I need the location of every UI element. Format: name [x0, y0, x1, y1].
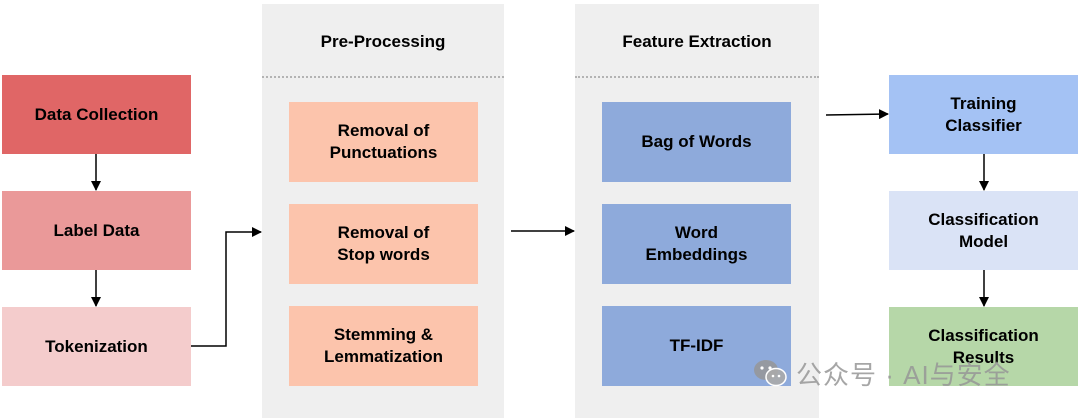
label-data-label: Label Data	[53, 220, 140, 240]
word-embeddings-label: Word Embeddings	[645, 223, 748, 264]
feature-extraction-title: Feature Extraction	[622, 32, 772, 51]
classification-results-label: Classification Results	[928, 325, 1039, 367]
tokenization-label: Tokenization	[45, 336, 148, 356]
preprocessing-title: Pre-Processing	[320, 32, 446, 51]
word-embeddings-box: Word Embeddings	[602, 204, 791, 284]
wechat-icon	[754, 360, 787, 387]
label-data-box: Label Data	[2, 191, 191, 270]
classification-model-box: Classification Model	[889, 191, 1078, 270]
arrow-features-to-training	[825, 109, 889, 120]
stemming-lemmatization-label: Stemming & Lemmatization	[323, 325, 444, 366]
classification-model-label: Classification Model	[928, 209, 1039, 251]
tf-idf-label: TF-IDF	[669, 336, 724, 355]
watermark-text: 公众号 · AI与安全	[796, 359, 1011, 390]
removal-of-punctuations-label: Removal of Punctuations	[329, 121, 438, 162]
watermark: 公众号 · AI与安全	[752, 356, 1011, 390]
classification-results-box: Classification Results	[889, 307, 1078, 386]
removal-of-stop-words-box: Removal of Stop words	[289, 204, 478, 284]
preprocessing-divider	[262, 76, 504, 78]
bag-of-words-label: Bag of Words	[641, 132, 752, 151]
removal-of-stop-words-label: Removal of Stop words	[337, 223, 430, 264]
stemming-lemmatization-box: Stemming & Lemmatization	[289, 306, 478, 386]
bag-of-words-box: Bag of Words	[602, 102, 791, 182]
tokenization-box: Tokenization	[2, 307, 191, 386]
training-classifier-box: Training Classifier	[889, 75, 1078, 154]
data-collection-label: Data Collection	[34, 104, 159, 124]
data-collection-box: Data Collection	[2, 75, 191, 154]
removal-of-punctuations-box: Removal of Punctuations	[289, 102, 478, 182]
arrow-tokenization-to-preprocessing	[191, 227, 262, 347]
feature-extraction-divider	[575, 76, 819, 78]
training-classifier-label: Training Classifier	[945, 93, 1022, 135]
